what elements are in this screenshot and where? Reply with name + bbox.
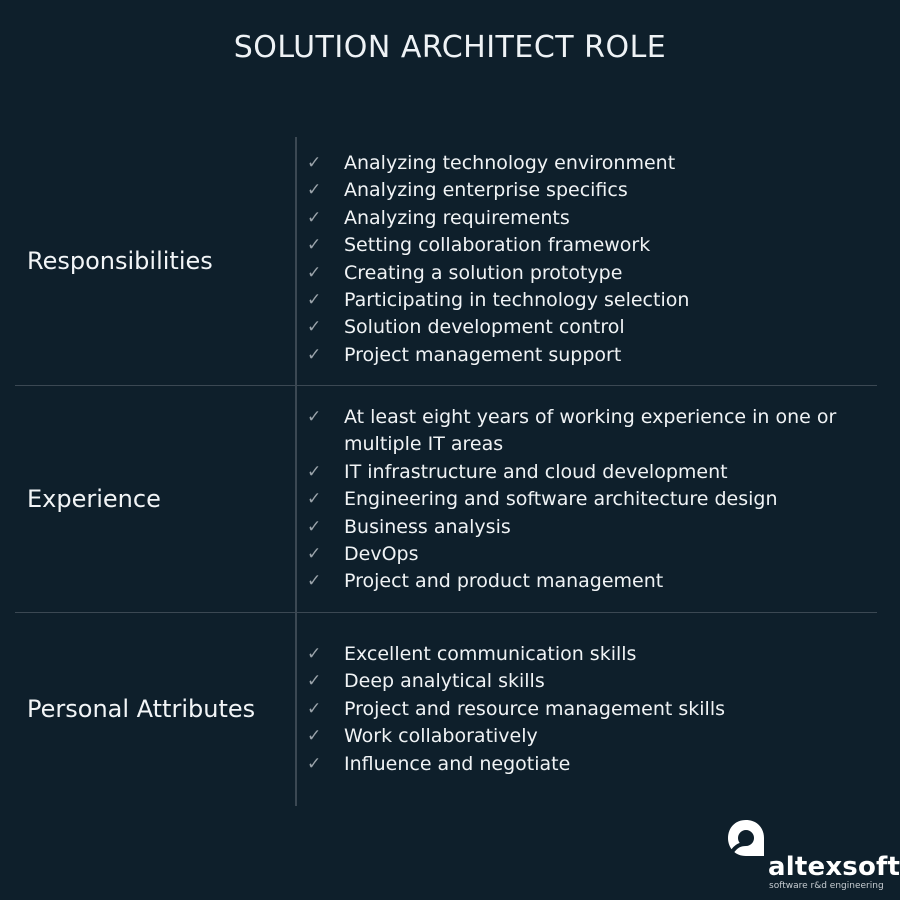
- logo-mark-icon: [728, 820, 764, 856]
- item-text: IT infrastructure and cloud development: [344, 460, 728, 483]
- item-text: At least eight years of working experien…: [344, 406, 837, 456]
- item-text: Business analysis: [344, 515, 511, 538]
- list-item: ✓ Project and resource management skills: [307, 696, 864, 723]
- item-text: Engineering and software architecture de…: [344, 488, 778, 511]
- section-label: Personal Attributes: [27, 695, 256, 723]
- list-item: ✓ DevOps: [307, 541, 864, 568]
- list-item: ✓ Creating a solution prototype: [307, 260, 864, 287]
- item-text: Solution development control: [344, 316, 625, 339]
- section-responsibilities: Responsibilities ✓ Analyzing technology e…: [15, 137, 877, 386]
- list-item: ✓ Engineering and software architecture d…: [307, 486, 864, 513]
- list-item: ✓ Project and product management: [307, 568, 864, 595]
- item-text: Project and resource management skills: [344, 697, 726, 720]
- item-text: Excellent communication skills: [344, 643, 637, 665]
- check-icon: ✓: [307, 207, 322, 228]
- item-text: Analyzing requirements: [344, 206, 570, 229]
- item-text: Creating a solution prototype: [344, 261, 623, 284]
- item-text: Project management support: [344, 343, 622, 366]
- check-icon: ✓: [307, 726, 322, 747]
- check-icon: ✓: [307, 407, 322, 427]
- section-experience: Experience ✓ At least eight years of work…: [15, 386, 877, 613]
- list-item: ✓ IT infrastructure and cloud development: [307, 459, 864, 486]
- list-item: ✓ At least eight years of working experie…: [307, 404, 864, 459]
- check-icon: ✓: [307, 571, 322, 592]
- list-item: ✓ Influence and negotiate: [307, 751, 864, 778]
- item-text: Participating in technology selection: [344, 289, 690, 312]
- page-title: SOLUTION ARCHITECT ROLE: [233, 30, 667, 65]
- list-item: ✓ Setting collaboration framework: [307, 232, 864, 259]
- item-text: Analyzing enterprise specifics: [344, 179, 628, 202]
- item-text: Project and product management: [344, 570, 664, 593]
- list-item: ✓ Deep analytical skills: [307, 668, 864, 695]
- logo-tagline: software r&d engineering: [769, 881, 884, 891]
- check-icon: ✓: [307, 235, 322, 256]
- check-icon: ✓: [307, 753, 322, 774]
- check-icon: ✓: [307, 516, 322, 537]
- list-item: ✓ Work collaboratively: [307, 723, 864, 750]
- section-personal-attributes: Personal Attributes ✓ Excellent communica…: [15, 613, 877, 806]
- list-item: ✓ Project management support: [307, 342, 864, 369]
- section-label: Experience: [27, 485, 161, 513]
- check-icon: ✓: [307, 317, 322, 338]
- check-icon: ✓: [307, 180, 322, 201]
- check-icon: ✓: [307, 698, 322, 719]
- check-icon: ✓: [307, 153, 322, 173]
- altexsoft-logo: altexsoft software r&d engineering: [726, 818, 900, 896]
- column-divider: [295, 137, 297, 806]
- list-item: ✓ Analyzing technology environment: [307, 150, 864, 177]
- list-item: ✓ Participating in technology selection: [307, 287, 864, 314]
- check-icon: ✓: [307, 671, 322, 692]
- check-icon: ✓: [307, 644, 322, 664]
- check-icon: ✓: [307, 344, 322, 365]
- list-item: ✓ Excellent communication skills: [307, 641, 864, 668]
- section-label: Responsibilities: [27, 247, 213, 275]
- check-icon: ✓: [307, 461, 322, 482]
- item-text: Deep analytical skills: [344, 670, 545, 693]
- item-text: Analyzing technology environment: [344, 152, 676, 174]
- item-list: ✓ Excellent communication skills ✓ Deep an…: [307, 641, 864, 778]
- check-icon: ✓: [307, 290, 322, 311]
- check-icon: ✓: [307, 489, 322, 510]
- item-text: Work collaboratively: [344, 725, 538, 748]
- check-icon: ✓: [307, 544, 322, 565]
- list-item: ✓ Analyzing enterprise specifics: [307, 177, 864, 204]
- list-item: ✓ Analyzing requirements: [307, 205, 864, 232]
- list-item: ✓ Solution development control: [307, 314, 864, 341]
- check-icon: ✓: [307, 262, 322, 283]
- item-text: DevOps: [344, 543, 419, 566]
- item-text: Setting collaboration framework: [344, 234, 651, 257]
- item-list: ✓ At least eight years of working experie…: [307, 404, 864, 596]
- item-text: Influence and negotiate: [344, 752, 571, 775]
- list-item: ✓ Business analysis: [307, 514, 864, 541]
- item-list: ✓ Analyzing technology environment ✓ Analy…: [307, 150, 864, 369]
- logo-name: altexsoft: [768, 852, 900, 882]
